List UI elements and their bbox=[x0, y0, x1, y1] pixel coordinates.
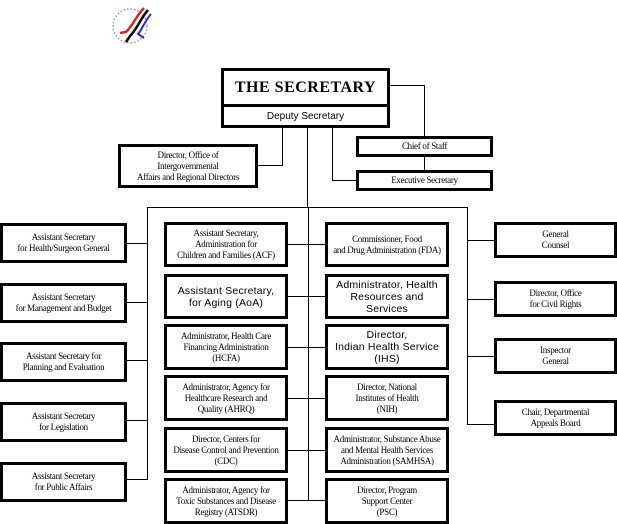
asst-sec-legislation-box[interactable]: Assistant Secretary for Legislation bbox=[0, 402, 127, 442]
connector bbox=[147, 207, 467, 208]
chief-of-staff-box[interactable]: Chief of Staff bbox=[356, 136, 493, 157]
ihs-box[interactable]: Director, Indian Health Service (IHS) bbox=[325, 324, 449, 370]
asst-sec-health-box[interactable]: Assistant Secretary for Health/Surgeon G… bbox=[0, 223, 127, 263]
asst-sec-public-affairs-box[interactable]: Assistant Secretary for Public Affairs bbox=[0, 462, 127, 502]
connector bbox=[332, 128, 333, 181]
civil-rights-box[interactable]: Director, Office for Civil Rights bbox=[494, 281, 617, 317]
connector bbox=[467, 356, 494, 357]
connector bbox=[288, 500, 328, 501]
connector bbox=[424, 85, 425, 137]
fda-box[interactable]: Commissioner, Food and Drug Administrati… bbox=[325, 222, 449, 267]
general-counsel-box[interactable]: General Counsel bbox=[494, 222, 617, 258]
connector bbox=[467, 299, 494, 300]
hhs-logo-icon bbox=[112, 7, 152, 44]
connector bbox=[288, 296, 328, 297]
connector bbox=[147, 207, 148, 479]
nih-box[interactable]: Director, National Institutes of Health … bbox=[325, 375, 449, 421]
atsdr-box[interactable]: Administrator, Agency for Toxic Substanc… bbox=[164, 478, 288, 524]
connector bbox=[127, 243, 148, 244]
connector bbox=[467, 240, 494, 241]
ahrq-box[interactable]: Administrator, Agency for Healthcare Res… bbox=[164, 375, 288, 421]
asst-sec-management-box[interactable]: Assistant Secretary for Management and B… bbox=[0, 283, 127, 323]
appeals-board-box[interactable]: Chair, Departmental Appeals Board bbox=[494, 400, 617, 436]
executive-secretary-box[interactable]: Executive Secretary bbox=[356, 170, 493, 191]
secretary-box[interactable]: THE SECRETARY Deputy Secretary bbox=[221, 68, 390, 128]
connector bbox=[127, 360, 148, 361]
connector bbox=[127, 479, 148, 480]
secretary-title: THE SECRETARY bbox=[224, 71, 387, 107]
connector bbox=[288, 244, 328, 245]
connector bbox=[127, 420, 148, 421]
connector bbox=[308, 207, 309, 500]
connector bbox=[288, 347, 328, 348]
deputy-secretary: Deputy Secretary bbox=[266, 110, 345, 122]
connector bbox=[288, 450, 328, 451]
connector bbox=[258, 165, 283, 166]
acf-box[interactable]: Assistant Secretary, Administration for … bbox=[164, 222, 288, 267]
aoa-box[interactable]: Assistant Secretary, for Aging (AoA) bbox=[164, 274, 288, 319]
inspector-general-box[interactable]: Inspector General bbox=[494, 338, 617, 374]
connector bbox=[288, 398, 328, 399]
connector bbox=[282, 128, 283, 166]
hrsa-box[interactable]: Administrator, Health Resources and Serv… bbox=[325, 274, 449, 319]
connector bbox=[424, 157, 425, 171]
connector bbox=[467, 207, 468, 425]
intergovernmental-affairs-box[interactable]: Director, Office of Intergovernmental Af… bbox=[118, 144, 258, 188]
connector bbox=[390, 85, 425, 86]
psc-box[interactable]: Director, Program Support Center (PSC) bbox=[325, 478, 449, 524]
connector bbox=[127, 302, 148, 303]
cdc-box[interactable]: Director, Centers for Disease Control an… bbox=[164, 427, 288, 473]
samhsa-box[interactable]: Administrator, Substance Abuse and Menta… bbox=[325, 427, 449, 473]
connector bbox=[307, 128, 308, 208]
connector bbox=[332, 180, 357, 181]
asst-sec-planning-box[interactable]: Assistant Secretary for Planning and Eva… bbox=[0, 342, 127, 382]
connector bbox=[467, 424, 494, 425]
hcfa-box[interactable]: Administrator, Health Care Financing Adm… bbox=[164, 324, 288, 370]
